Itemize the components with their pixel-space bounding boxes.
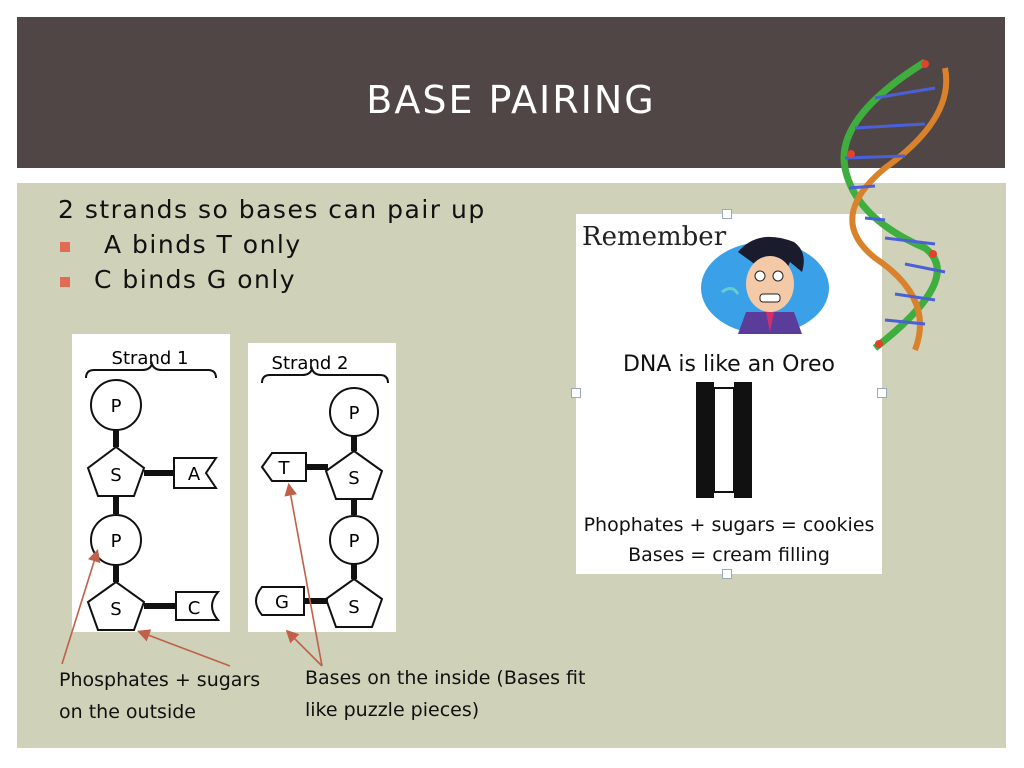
oreo-line-3: Bases = cream filling: [628, 544, 830, 566]
bullet-square-icon: [60, 277, 70, 287]
annotation-line: Phosphates + sugars: [59, 669, 261, 691]
annotation-line: on the outside: [59, 701, 196, 723]
oreo-line-2: Phophates + sugars = cookies: [583, 514, 875, 536]
phosphate-label: P: [111, 396, 122, 417]
sugar-label: S: [110, 465, 121, 486]
annotation-line: like puzzle pieces): [305, 699, 480, 721]
sugar-label: S: [110, 599, 121, 620]
arrow-to-base-t: [284, 482, 323, 667]
dna-helix-icon: [840, 59, 950, 352]
lead-text: 2 strands so bases can pair up: [58, 195, 486, 224]
bullet-square-icon: [60, 242, 70, 252]
phosphate-label: P: [111, 531, 122, 552]
base-c-label: C: [188, 598, 201, 619]
selection-handle[interactable]: [571, 388, 581, 398]
strand-2-brace: [261, 365, 389, 384]
oreo-card: Remember DNA is like an Oreo Phophates +…: [576, 214, 882, 574]
selection-handle[interactable]: [722, 569, 732, 579]
bullet-item: A binds T only: [58, 230, 486, 259]
slide-title: BASE PAIRING: [366, 78, 656, 122]
base-a-label: A: [188, 464, 201, 485]
arrow-to-sugar: [137, 629, 231, 667]
phosphate-label: P: [349, 403, 360, 424]
sugar-label: S: [348, 597, 359, 618]
bullet-text: A binds T only: [104, 230, 302, 259]
annotation-line: Bases on the inside (Bases fit: [305, 667, 586, 689]
arrow-to-base-g: [285, 629, 323, 667]
strand-1-brace: [85, 360, 217, 379]
bullet-list: 2 strands so bases can pair up A binds T…: [58, 195, 486, 300]
arrow-to-phosphate: [61, 548, 101, 665]
sugar-pentagon: [324, 577, 384, 628]
base-c-shape: [175, 591, 221, 621]
selection-handle[interactable]: [722, 209, 732, 219]
strand-1-label: Strand 1: [112, 348, 189, 369]
strand-1-diagram: Strand 1 P S A P S C: [72, 334, 230, 632]
annotation-backbone: Phosphates + sugars on the outside: [59, 664, 260, 728]
remember-label: Remember: [582, 222, 727, 252]
base-t-label: T: [278, 458, 291, 479]
selection-handle[interactable]: [877, 388, 887, 398]
title-bar: [17, 17, 1005, 168]
oreo-line-1: DNA is like an Oreo: [622, 352, 835, 377]
bullet-item: C binds G only: [58, 265, 486, 294]
base-t-shape: [260, 452, 307, 482]
base-g-shape: [255, 586, 305, 616]
strand-2-label: Strand 2: [272, 353, 349, 374]
strand-2-diagram: Strand 2 P S T P S G: [248, 343, 396, 632]
surprised-man-icon: [701, 236, 829, 334]
bullet-text: C binds G only: [94, 265, 297, 294]
annotation-bases: Bases on the inside (Bases fit like puzz…: [305, 662, 585, 726]
sugar-pentagon: [86, 580, 146, 631]
phosphate-label: P: [349, 531, 360, 552]
sugar-label: S: [348, 468, 359, 489]
base-g-label: G: [275, 592, 289, 613]
base-a-shape: [173, 457, 218, 489]
oreo-icon: [696, 382, 752, 498]
